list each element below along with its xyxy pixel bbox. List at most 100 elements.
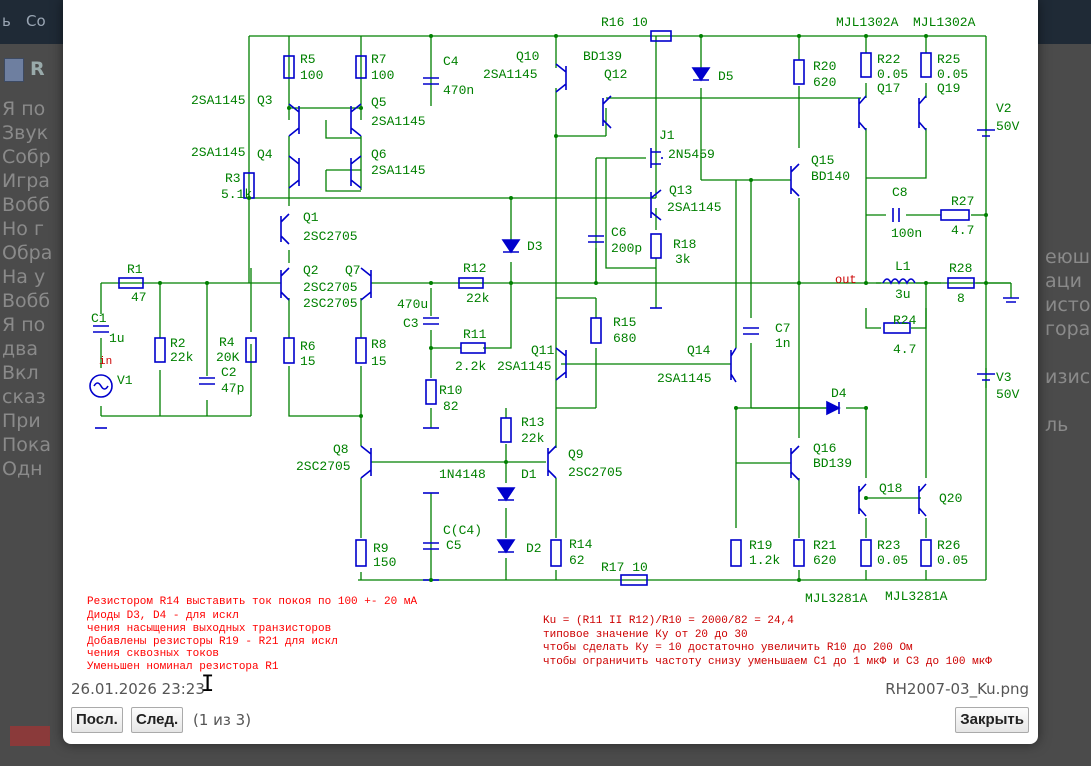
label: 2SC2705 — [303, 229, 358, 244]
label: R15 — [613, 315, 636, 330]
label: R26 — [937, 538, 960, 553]
label: R19 — [749, 538, 772, 553]
label: BD139 — [583, 49, 622, 64]
image-counter: (1 из 3) — [193, 711, 252, 729]
label: 22k — [170, 350, 194, 365]
label: 8 — [957, 291, 965, 306]
background-text-line: Одн — [2, 458, 43, 480]
label: 2SA1145 — [657, 371, 712, 386]
label: 2SA1145 — [371, 163, 426, 178]
label: 470n — [443, 83, 474, 98]
label: Q8 — [333, 442, 349, 457]
background-text-line: гора — [1045, 318, 1091, 340]
image-date: 26.01.2026 23:23 — [71, 680, 205, 698]
label: D2 — [526, 541, 542, 556]
label: 680 — [613, 331, 636, 346]
background-text-line: еюш — [1045, 246, 1091, 268]
label: Q11 — [531, 343, 555, 358]
label: R25 — [937, 52, 960, 67]
label: 1.2k — [749, 553, 780, 568]
label: 20K — [216, 350, 240, 365]
close-button[interactable]: Закрыть — [955, 707, 1029, 733]
formula-line: типовое значение Ку от 20 до 30 — [543, 629, 748, 641]
label: 4.7 — [893, 342, 916, 357]
label: 2SA1145 — [483, 67, 538, 82]
label: D5 — [718, 69, 734, 84]
label: 3u — [895, 287, 911, 302]
note-line: Уменьшен номинал резистора R1 — [87, 661, 279, 673]
component-labels: R16 10 MJL1302A MJL1302A R5 100 R7 100 C… — [91, 15, 1020, 606]
label: Q10 — [516, 49, 539, 64]
label: 47p — [221, 381, 244, 396]
prev-button[interactable]: Посл. — [71, 707, 123, 733]
label: Q12 — [604, 67, 627, 82]
label: R7 — [371, 52, 387, 67]
label: 50V — [996, 119, 1020, 134]
label: R16 10 — [601, 15, 648, 30]
note-line: чения насыщения выходных транзисторов — [87, 623, 331, 635]
label: 82 — [443, 399, 459, 414]
label: 15 — [371, 354, 387, 369]
label: 2SA1145 — [667, 200, 722, 215]
label: Q3 — [257, 93, 273, 108]
background-text-line: Звук — [2, 122, 49, 144]
background-text-line: Вобб — [2, 194, 51, 216]
label: Q18 — [879, 481, 902, 496]
label: C3 — [403, 316, 419, 331]
label: 0.05 — [877, 553, 908, 568]
label: 22k — [521, 431, 545, 446]
label: MJL3281A — [885, 589, 948, 604]
note-line: Диоды D3, D4 - для искл — [87, 610, 239, 622]
label: R14 — [569, 537, 593, 552]
label: 22k — [466, 291, 490, 306]
label: 3k — [675, 252, 691, 267]
label: 0.05 — [877, 67, 908, 82]
label: 1n — [775, 336, 791, 351]
label: 1u — [109, 331, 125, 346]
label: 15 — [300, 354, 316, 369]
label: R13 — [521, 415, 544, 430]
gain-formula: Ku = (R11 II R12)/R10 = 2000/82 = 24,4 т… — [543, 615, 992, 668]
background-text-line: Игра — [2, 170, 50, 192]
label: R6 — [300, 339, 316, 354]
label: 2SA1145 — [371, 114, 426, 129]
label: MJL3281A — [805, 591, 868, 606]
nav-item[interactable]: Со — [26, 12, 46, 30]
label: Q4 — [257, 147, 273, 162]
label: Q5 — [371, 95, 387, 110]
label: Q14 — [687, 343, 711, 358]
label: 1N4148 — [439, 467, 486, 482]
background-text-line: Пока — [2, 434, 52, 456]
background-text-line: Я по — [2, 98, 46, 120]
label: C2 — [221, 365, 237, 380]
label: D1 — [521, 467, 537, 482]
note-line: Добавлены резисторы R19 - R21 для искл — [87, 635, 338, 648]
label: R23 — [877, 538, 900, 553]
text-cursor-icon: I — [201, 672, 215, 697]
next-button[interactable]: След. — [131, 707, 184, 733]
label: R12 — [463, 261, 486, 276]
background-text-line: На у — [2, 266, 46, 288]
background-text-line: Собр — [2, 146, 51, 168]
label: 5.1k — [221, 187, 252, 202]
label: C(C4) — [443, 523, 482, 538]
label: 2SC2705 — [296, 459, 351, 474]
nav-item[interactable]: ь — [2, 12, 11, 30]
label: 2N5459 — [668, 147, 715, 162]
label: 2SA1145 — [191, 93, 246, 108]
label: in — [99, 356, 112, 368]
label: 2.2k — [455, 359, 486, 374]
label: J1 — [659, 128, 675, 143]
label: R5 — [300, 52, 316, 67]
label: Q6 — [371, 147, 387, 162]
label: Q17 — [877, 81, 900, 96]
label: MJL1302A — [913, 15, 976, 30]
label: V1 — [117, 373, 133, 388]
note-line: чения сквозных токов — [87, 648, 219, 660]
background-text-line: При — [2, 410, 41, 432]
label: Q20 — [939, 491, 962, 506]
background-text-line: Я по — [2, 314, 46, 336]
label: Q13 — [669, 183, 692, 198]
junctions — [158, 34, 988, 582]
label: R18 — [673, 237, 696, 252]
